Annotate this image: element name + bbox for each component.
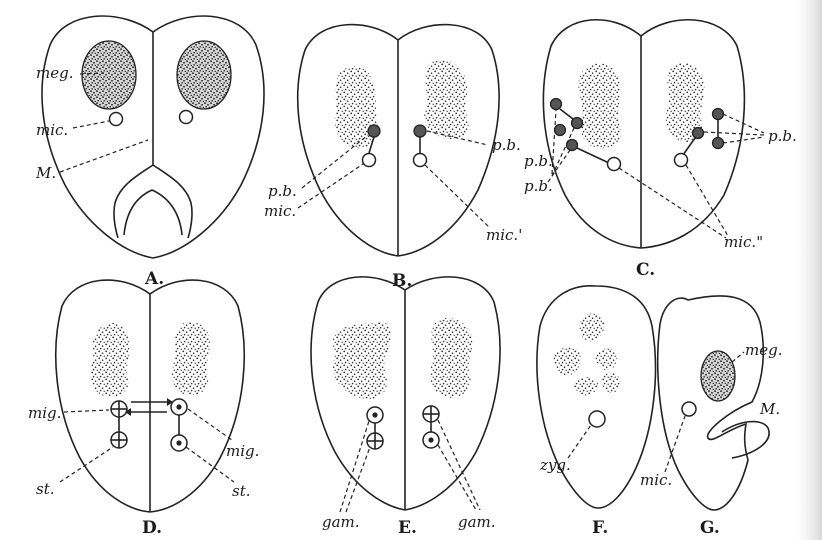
label-gam-left: gam. xyxy=(322,513,360,531)
macronucleus-right xyxy=(430,318,472,398)
panel-label-g: G. xyxy=(700,518,720,538)
micronucleus xyxy=(682,402,696,416)
macronucleus-left xyxy=(578,63,620,148)
label-meg: meg. xyxy=(745,341,782,359)
panel-label-e: E. xyxy=(398,518,417,538)
label-pb-right: p.b. xyxy=(492,136,521,154)
macronucleus-fragment-2 xyxy=(554,347,581,376)
panel-label-f: F. xyxy=(592,518,608,538)
macronucleus-left xyxy=(91,323,130,397)
micronucleus-right xyxy=(675,154,688,167)
panel-d: mig. mig. st. st. D. xyxy=(28,280,259,538)
leader-mic-left xyxy=(298,164,363,208)
polar-body-right xyxy=(414,125,426,137)
macronucleus-right xyxy=(172,322,210,395)
polar-body-6 xyxy=(693,128,704,139)
leader-mig-left xyxy=(64,410,109,412)
label-mic: mic. xyxy=(36,121,68,139)
label-mic: mic. xyxy=(640,471,672,489)
macronucleus-left xyxy=(333,322,391,399)
panel-e: gam. gam. E. xyxy=(311,277,500,538)
micronucleus-left xyxy=(608,158,621,171)
micronucleus-right xyxy=(414,154,427,167)
cell-outline-left xyxy=(56,280,150,512)
label-st-left: st. xyxy=(36,480,55,498)
panel-g: meg. M. mic. G. xyxy=(640,296,782,538)
label-zyg: zyg. xyxy=(539,456,571,474)
panel-label-a: A. xyxy=(144,269,164,289)
label-pb-left: p.b. xyxy=(268,182,297,200)
label-meg: meg. xyxy=(36,64,73,82)
leader-pb-c1 xyxy=(552,110,556,174)
macronucleus-left xyxy=(82,41,136,109)
macronucleus-fragment-1 xyxy=(579,314,604,342)
micronucleus-right xyxy=(180,111,193,124)
leader-pb-left xyxy=(302,135,368,188)
macronucleus xyxy=(701,351,735,401)
dot xyxy=(176,404,181,409)
label-pb-c1: p.b. xyxy=(524,152,553,170)
cell-outline-right xyxy=(150,280,244,512)
leader-st-left xyxy=(60,447,113,482)
leader-zyg xyxy=(568,425,591,458)
spindle-pb-left-a xyxy=(560,109,573,119)
label-pb-c2: p.b. xyxy=(524,177,553,195)
panel-label-d: D. xyxy=(142,518,162,538)
label-mig-left: mig. xyxy=(28,404,61,422)
panel-f: zyg. F. xyxy=(537,286,656,538)
zygote-nucleus xyxy=(589,411,605,427)
scan-edge-shadow xyxy=(790,0,822,540)
polar-body-2 xyxy=(572,118,583,129)
micronucleus-left xyxy=(363,154,376,167)
spindle-pb-left-b xyxy=(577,148,609,163)
label-mouth: M. xyxy=(759,400,780,418)
macronucleus-right xyxy=(177,41,231,109)
leader-mic-prime xyxy=(425,165,490,228)
leader-mic-dprime-a xyxy=(619,168,726,238)
polar-body-3 xyxy=(555,125,566,136)
macronucleus-right xyxy=(424,60,468,139)
leader-gam-right-b xyxy=(438,445,476,510)
panel-c: p.b. p.b. p.b. mic." C. xyxy=(524,20,797,280)
cell-outline-right xyxy=(398,25,499,256)
polar-body-1 xyxy=(551,99,562,110)
micronucleus-left xyxy=(110,113,123,126)
macronucleus-fragment-5 xyxy=(601,373,620,393)
panel-b: p.b. mic. p.b. mic.' B. xyxy=(264,25,522,291)
label-mig-right: mig. xyxy=(226,442,259,460)
leader-mic xyxy=(73,121,109,128)
dot xyxy=(372,412,377,417)
leader-mig-right xyxy=(188,409,232,440)
label-mic-prime: mic.' xyxy=(486,226,522,244)
panel-a: meg. mic. M. A. xyxy=(35,16,264,289)
dot xyxy=(176,440,181,445)
mouth-groove xyxy=(114,165,192,238)
leader-pb-c6 xyxy=(723,137,764,143)
cell-outline xyxy=(658,296,764,510)
label-gam-right: gam. xyxy=(458,513,496,531)
polar-body-7 xyxy=(713,138,724,149)
panel-label-c: C. xyxy=(636,260,655,280)
leader-gam-right-a xyxy=(438,420,480,510)
polar-body-5 xyxy=(713,109,724,120)
label-mouth: M. xyxy=(35,164,56,182)
macronucleus-fragment-3 xyxy=(596,348,617,370)
label-mic-left: mic. xyxy=(264,202,296,220)
dot xyxy=(428,437,433,442)
label-st-right: st. xyxy=(232,482,251,500)
leader-mouth xyxy=(60,140,148,172)
label-mic-dprime: mic." xyxy=(724,233,763,251)
label-pb-c3: p.b. xyxy=(768,127,797,145)
leader-pb-c5 xyxy=(704,132,764,135)
leader-meg xyxy=(732,352,744,362)
macronucleus-fragment-4 xyxy=(574,377,599,395)
polar-body-left xyxy=(368,125,380,137)
